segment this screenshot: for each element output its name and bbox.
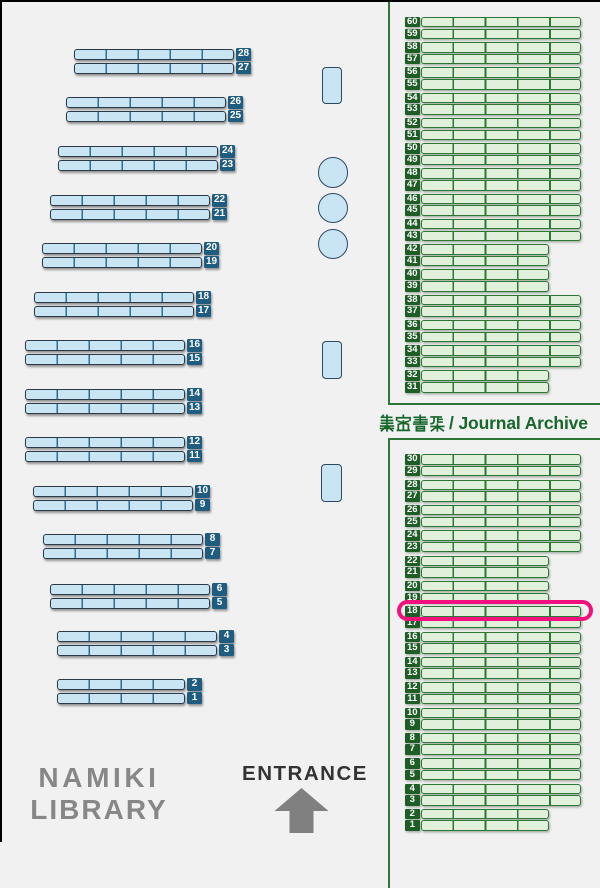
svg-text:/ Journal Archive: / Journal Archive [449,413,588,433]
